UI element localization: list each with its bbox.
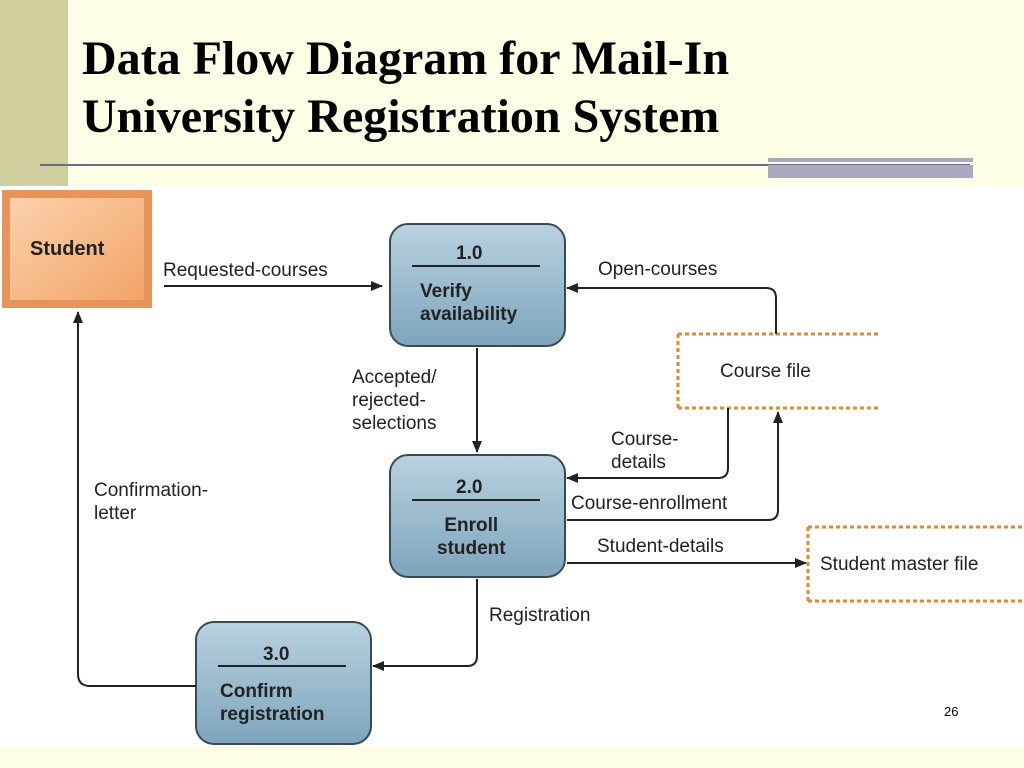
flow-course-details xyxy=(566,408,729,483)
process-1-id: 1.0 xyxy=(456,243,483,264)
process-box-1 xyxy=(389,223,566,347)
label-open-courses: Open-courses xyxy=(598,259,718,280)
student-master-file-store xyxy=(806,525,1024,603)
process-2-id: 2.0 xyxy=(456,477,483,498)
label-confirmation-letter: Confirmation- letter xyxy=(94,480,209,524)
process-box-2 xyxy=(389,454,566,578)
slide-title: Data Flow Diagram for Mail-In University… xyxy=(82,30,729,146)
left-accent-band xyxy=(0,0,68,190)
course-file-label: Course file xyxy=(720,361,811,382)
slide-title-line2: University Registration System xyxy=(82,90,720,143)
label-registration: Registration xyxy=(489,605,591,626)
course-file-store xyxy=(676,332,878,410)
process-1-name: Verify availability xyxy=(420,281,518,325)
process-box-3 xyxy=(195,621,372,745)
title-underline xyxy=(40,164,970,166)
flow-confirmation-letter xyxy=(73,311,196,687)
page-number: 26 xyxy=(944,704,959,719)
title-accent-bar xyxy=(768,158,973,178)
student-entity-label: Student xyxy=(30,238,105,260)
flow-course-enrollment xyxy=(567,411,783,521)
label-accepted-rejected: Accepted/ rejected- selections xyxy=(352,367,437,434)
label-student-details: Student-details xyxy=(597,536,724,557)
slide-title-line1: Data Flow Diagram for Mail-In xyxy=(82,32,730,85)
label-requested-courses: Requested-courses xyxy=(163,260,328,281)
student-master-file-label: Student master file xyxy=(820,554,979,575)
process-3-id: 3.0 xyxy=(263,644,290,665)
flow-open-courses xyxy=(566,283,777,334)
label-course-details: Course- details xyxy=(611,429,679,473)
flow-registration xyxy=(372,579,478,671)
student-entity xyxy=(2,190,152,308)
label-course-enrollment: Course-enrollment xyxy=(571,493,728,514)
process-2-name: Enroll student xyxy=(437,515,506,559)
process-3-name: Confirm registration xyxy=(220,681,325,725)
